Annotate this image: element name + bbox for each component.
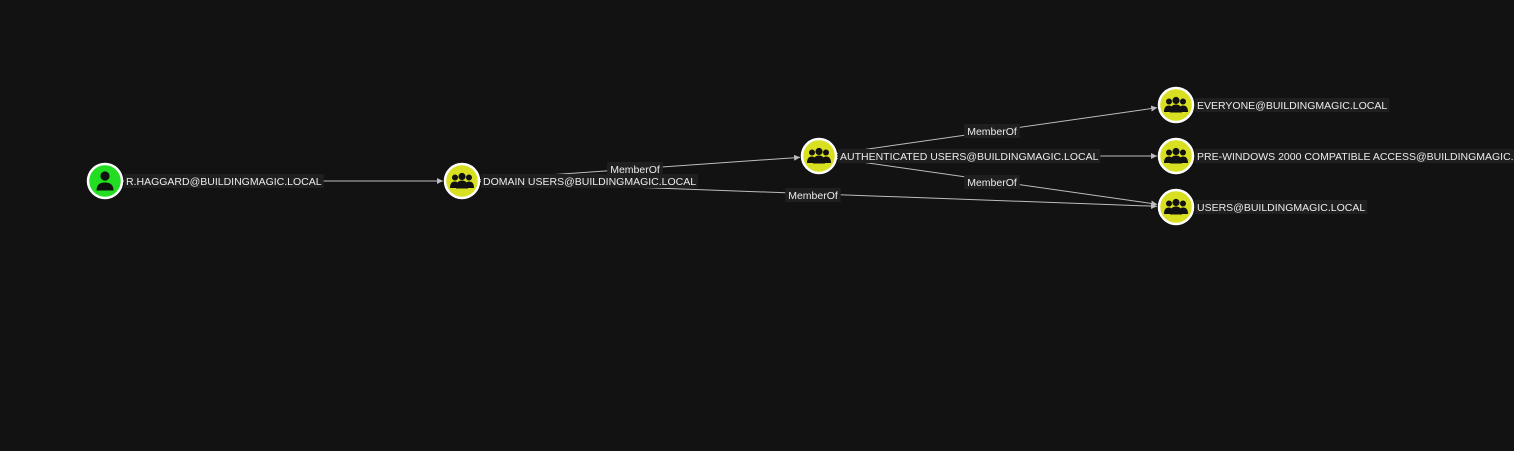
edge-label-text: MemberOf (967, 126, 1017, 138)
group-icon (1164, 198, 1188, 215)
edge-label-auth_users-to-users: MemberOf (964, 175, 1020, 189)
node-label: USERS@BUILDINGMAGIC.LOCAL (1197, 202, 1365, 214)
node-label: AUTHENTICATED USERS@BUILDINGMAGIC.LOCAL (840, 151, 1099, 163)
node-rhaggard[interactable]: R.HAGGARD@BUILDINGMAGIC.LOCAL (86, 162, 324, 200)
node-users[interactable]: USERS@BUILDINGMAGIC.LOCAL (1157, 188, 1368, 226)
nodes-layer: R.HAGGARD@BUILDINGMAGIC.LOCAL DOMAIN USER… (86, 86, 1514, 226)
node-prewin2000[interactable]: PRE-WINDOWS 2000 COMPATIBLE ACCESS@BUILD… (1157, 137, 1514, 175)
node-circle[interactable] (86, 162, 124, 200)
group-icon (450, 172, 474, 189)
group-icon (1164, 147, 1188, 164)
edge-label-text: MemberOf (788, 190, 838, 202)
node-domain_users[interactable]: DOMAIN USERS@BUILDINGMAGIC.LOCAL (443, 162, 699, 200)
edge-label-text: MemberOf (967, 177, 1017, 189)
node-auth_users[interactable]: AUTHENTICATED USERS@BUILDINGMAGIC.LOCAL (800, 137, 1101, 175)
edge-label-domain_users-to-auth_users: MemberOf (607, 162, 663, 176)
edge-label-domain_users-to-users: MemberOf (785, 188, 841, 202)
edge-label-auth_users-to-everyone: MemberOf (964, 124, 1020, 138)
node-everyone[interactable]: EVERYONE@BUILDINGMAGIC.LOCAL (1157, 86, 1390, 124)
group-icon (807, 147, 831, 164)
node-label: R.HAGGARD@BUILDINGMAGIC.LOCAL (126, 176, 322, 188)
node-label: DOMAIN USERS@BUILDINGMAGIC.LOCAL (483, 176, 696, 188)
node-label: PRE-WINDOWS 2000 COMPATIBLE ACCESS@BUILD… (1197, 151, 1514, 163)
edge-label-text: MemberOf (610, 164, 660, 176)
group-icon (1164, 96, 1188, 113)
node-label: EVERYONE@BUILDINGMAGIC.LOCAL (1197, 100, 1387, 112)
user-icon (96, 171, 114, 191)
